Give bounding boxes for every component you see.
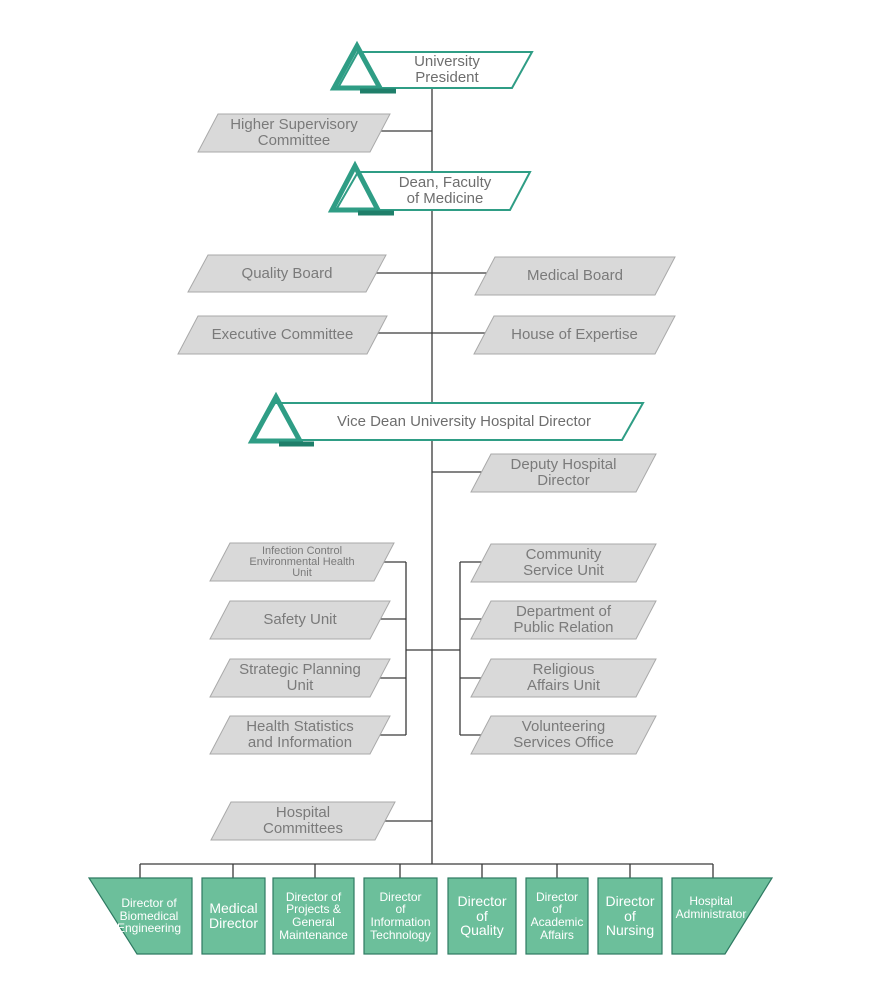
director-label: Director of Projects & General Maintenan… — [279, 889, 348, 942]
triangle-logo-icon — [329, 40, 396, 94]
strategic-label: Strategic Planning Unit — [239, 661, 361, 694]
triangle-logo-icon — [247, 391, 314, 447]
medical-board-label: Medical Board — [527, 267, 623, 285]
president-label: University President — [414, 53, 480, 86]
director-box — [525, 877, 589, 955]
medical-board-box — [474, 256, 676, 296]
executive-label: Executive Committee — [211, 326, 354, 344]
director-box — [447, 877, 517, 955]
vice-dean-label: Vice Dean University Hospital Director — [337, 412, 591, 430]
director-box — [363, 877, 438, 955]
health-stats-label: Health Statistics and Information — [246, 718, 354, 751]
dean-box — [334, 171, 532, 211]
committees-label: Hospital Committees — [262, 804, 344, 837]
director-label: Medical Director — [208, 900, 258, 931]
infection-label: Infection Control Environmental Health U… — [249, 544, 355, 579]
director-label: Director of Academic Affairs — [530, 889, 584, 942]
community-label: Community Service Unit — [523, 546, 604, 579]
quality-board-box — [187, 254, 387, 293]
supervisory-label: Higher Supervisory Committee — [230, 116, 358, 149]
safety-box — [209, 600, 391, 640]
infection-box — [209, 542, 395, 582]
director-box — [671, 877, 774, 955]
unit-boxes — [177, 113, 676, 841]
director-box — [272, 877, 355, 955]
director-box — [201, 877, 266, 955]
strategic-box — [209, 658, 391, 698]
president-box — [336, 51, 534, 89]
director-label: Director of Information Technology — [370, 889, 431, 942]
volunteering-label: Volunteering Services Office — [513, 718, 614, 751]
director-box — [87, 877, 193, 955]
committees-box — [210, 801, 396, 841]
religious-label: Religious Affairs Unit — [526, 661, 601, 694]
director-label: Director of Quality — [457, 892, 507, 939]
expertise-box — [473, 315, 676, 355]
quality-board-label: Quality Board — [241, 264, 333, 282]
director-boxes — [87, 877, 774, 955]
religious-box — [470, 658, 657, 698]
public-relation-box — [470, 600, 657, 640]
executive-box — [177, 315, 388, 355]
director-label: Director of Biomedical Engineering — [116, 896, 182, 936]
expertise-label: House of Expertise — [511, 326, 638, 344]
director-label: Hospital Administrator — [675, 894, 747, 921]
director-box — [597, 877, 663, 955]
deputy-box — [470, 453, 657, 493]
public-relation-label: Department of Public Relation — [513, 603, 614, 636]
supervisory-box — [197, 113, 391, 153]
dean-label: Dean, Faculty of Medicine — [398, 174, 492, 207]
leader-boxes — [251, 51, 645, 441]
director-label: Director of Nursing — [605, 892, 655, 939]
community-box — [470, 543, 657, 583]
deputy-label: Deputy Hospital Director — [510, 456, 617, 489]
volunteering-box — [470, 715, 657, 755]
triangle-logo-icon — [327, 160, 394, 216]
safety-label: Safety Unit — [263, 611, 337, 629]
health-stats-box — [209, 715, 391, 755]
